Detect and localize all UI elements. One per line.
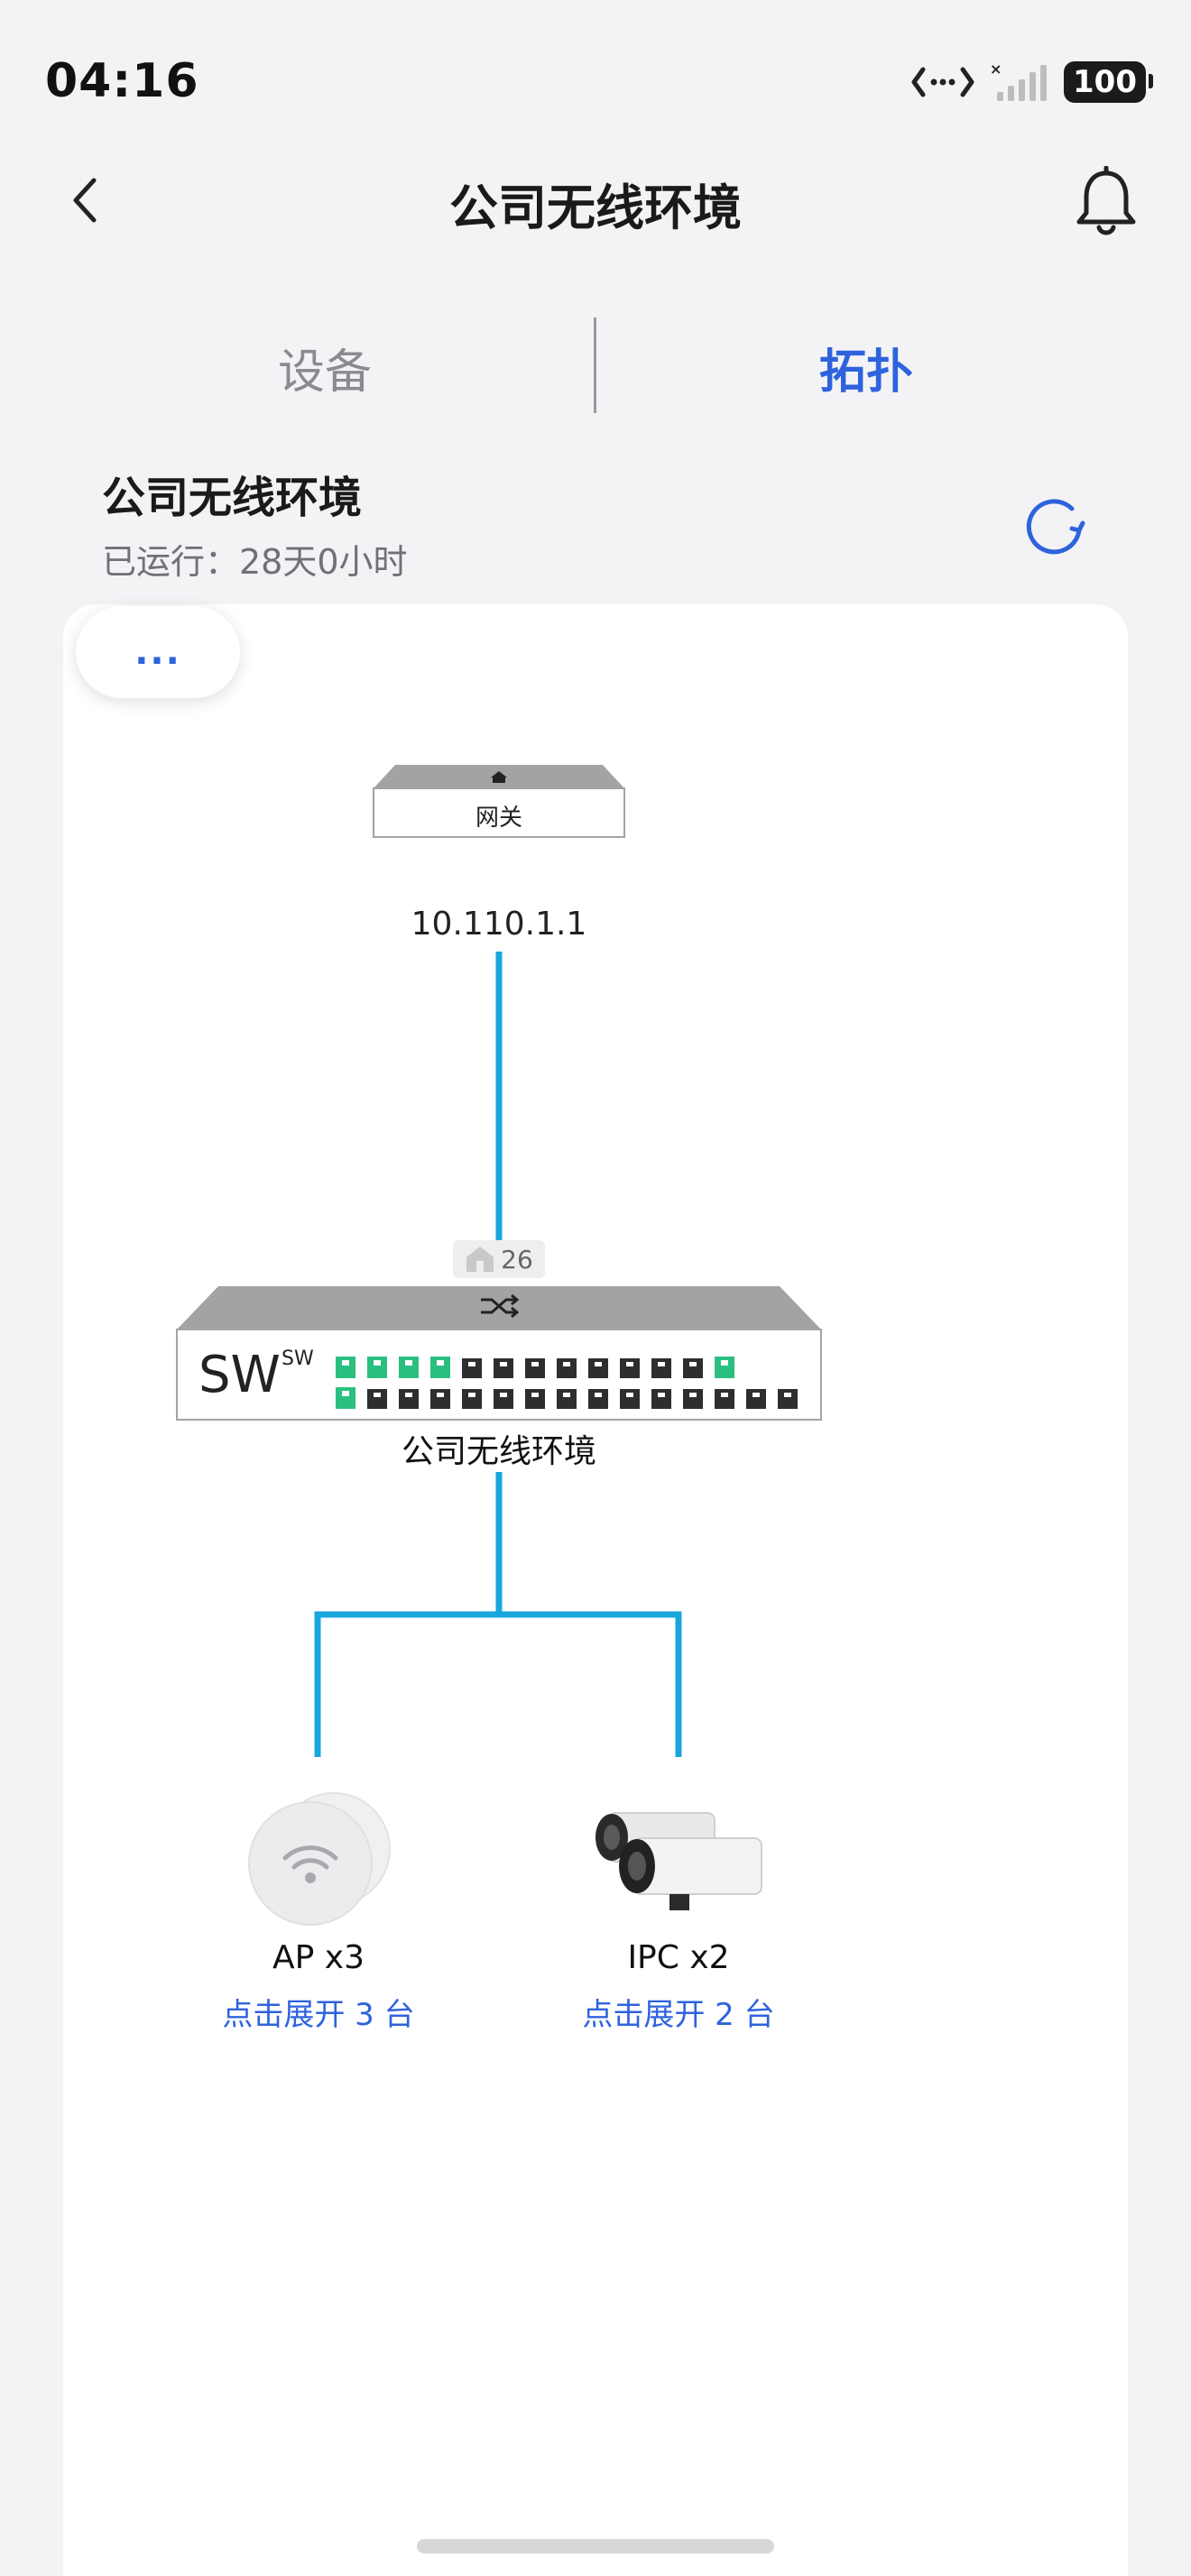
tab-topology[interactable]: 拓扑 bbox=[818, 345, 913, 400]
topology-card bbox=[63, 604, 1128, 2576]
ap-expand-link[interactable]: 点击展开 3 台 bbox=[222, 1997, 415, 2033]
site-name: 公司无线环境 bbox=[102, 473, 363, 523]
bell-icon bbox=[1076, 165, 1136, 235]
ap-device[interactable] bbox=[245, 1786, 399, 1930]
switch-model-small: SW bbox=[282, 1348, 314, 1370]
port-count-badge: 26 bbox=[453, 1240, 545, 1278]
ap-label: AP x3 bbox=[272, 1939, 365, 1976]
gateway-device[interactable]: 网关 bbox=[372, 763, 626, 839]
switch-device[interactable]: SW SW bbox=[175, 1284, 823, 1421]
status-icons: × 100 bbox=[910, 61, 1153, 103]
back-button[interactable] bbox=[63, 171, 108, 229]
more-button[interactable]: ... bbox=[76, 606, 240, 698]
device-branch-link bbox=[314, 1611, 682, 1757]
switch-arrows-icon bbox=[481, 1293, 519, 1319]
refresh-icon bbox=[1026, 499, 1085, 555]
port-count: 26 bbox=[501, 1244, 533, 1274]
ipc-device[interactable] bbox=[592, 1804, 772, 1921]
gateway-label: 网关 bbox=[475, 805, 522, 832]
home-port-icon bbox=[466, 1247, 494, 1272]
uptime-text: 已运行：28天0小时 bbox=[102, 542, 408, 582]
ipc-label: IPC x2 bbox=[627, 1939, 730, 1976]
switch-name: 公司无线环境 bbox=[401, 1433, 596, 1470]
page-title: 公司无线环境 bbox=[449, 179, 742, 236]
refresh-button[interactable] bbox=[1025, 492, 1088, 556]
switch-model-big: SW bbox=[198, 1346, 281, 1404]
svg-text:×: × bbox=[990, 61, 1002, 78]
battery-indicator: 100 bbox=[1064, 61, 1153, 103]
tab-devices[interactable]: 设备 bbox=[277, 345, 372, 400]
wifi-ap-icon bbox=[248, 1792, 391, 1926]
chevron-left-icon bbox=[73, 178, 97, 223]
data-transfer-icon bbox=[911, 67, 974, 97]
ipc-expand-link[interactable]: 点击展开 2 台 bbox=[582, 1997, 775, 2033]
gateway-ip: 10.110.1.1 bbox=[411, 906, 587, 943]
tab-divider bbox=[594, 317, 596, 413]
home-indicator[interactable] bbox=[417, 2539, 774, 2553]
notifications-button[interactable] bbox=[1074, 165, 1139, 238]
gateway-icon bbox=[373, 765, 625, 838]
ip-camera-icon bbox=[596, 1812, 762, 1910]
signal-icon: × bbox=[990, 61, 1048, 101]
status-time: 04:16 bbox=[45, 54, 199, 108]
switch-ports bbox=[336, 1357, 798, 1409]
